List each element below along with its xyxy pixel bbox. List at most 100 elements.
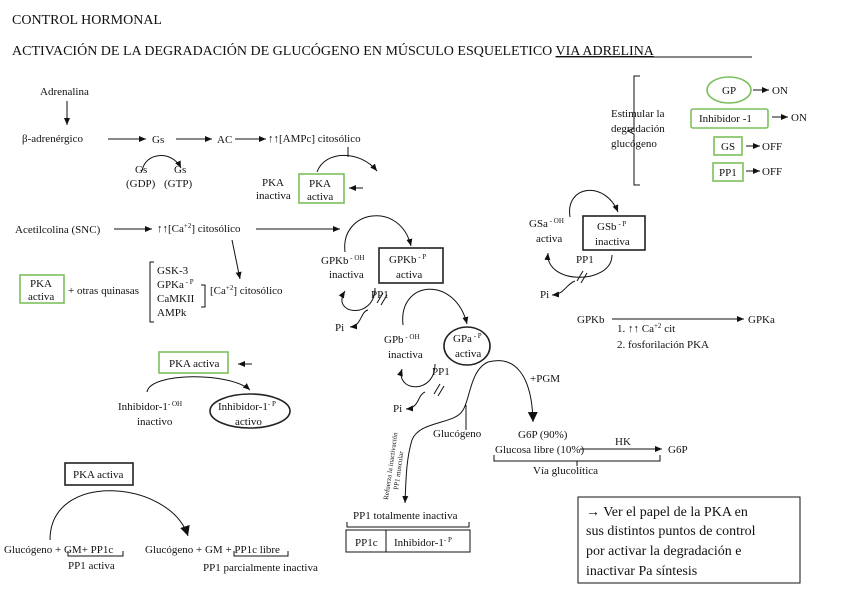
gpa-state: activa bbox=[455, 348, 481, 360]
pp1-dephos-arrow bbox=[338, 287, 376, 311]
note-line: por activar la degradación e bbox=[586, 544, 741, 559]
kinase-item: AMPk bbox=[157, 307, 187, 319]
pi-label: Pi bbox=[393, 403, 402, 415]
kinase-item: GSK-3 bbox=[157, 265, 189, 277]
glucosa-label: Glucosa libre (10%) bbox=[495, 444, 585, 456]
inhibidor-result: ON bbox=[791, 112, 807, 124]
ac-label: AC bbox=[217, 134, 232, 146]
gpa-p: GPa - P bbox=[453, 332, 482, 345]
otras-quinasas: + otras quinasas bbox=[68, 285, 139, 297]
pgm-label: +PGM bbox=[530, 373, 560, 385]
note-line: inactivar Pa síntesis bbox=[586, 564, 697, 579]
inhibidor-oh-state: inactivo bbox=[137, 416, 173, 428]
gsb-p: GSb - P bbox=[597, 220, 626, 233]
kinase-item: CaMKII bbox=[157, 293, 195, 305]
pka-activa-box bbox=[158, 351, 229, 374]
pp1-result: OFF bbox=[762, 166, 782, 178]
inhibidor-box bbox=[690, 108, 769, 129]
pka-activa-box bbox=[298, 173, 345, 204]
g6p-product: G6P bbox=[668, 444, 688, 456]
gsa-state: activa bbox=[536, 233, 562, 245]
gs-gdp: Gs bbox=[135, 164, 147, 176]
kinase-item: GPKa - P bbox=[157, 278, 194, 291]
gs-exchange-arrow bbox=[141, 155, 182, 172]
pi-label: Pi bbox=[335, 322, 344, 334]
g6p-arrow bbox=[487, 360, 538, 423]
inhibition-mark bbox=[376, 292, 388, 306]
gsb-p-box bbox=[582, 215, 646, 251]
pi-label: Pi bbox=[540, 289, 549, 301]
gpk-activation-arrow bbox=[344, 215, 413, 253]
pka-activa-text: activa bbox=[307, 191, 333, 203]
gpb-state: inactiva bbox=[388, 349, 423, 361]
gm-phos-arrow bbox=[49, 490, 190, 541]
pka-activa-text: PKA bbox=[309, 178, 331, 190]
note-line: → Ver el papel de la PKA en bbox=[586, 505, 748, 520]
inhibidor-activation-arrow bbox=[146, 376, 251, 393]
pp1-inactivation-arrow bbox=[402, 361, 489, 504]
gs-phos-arrow bbox=[569, 189, 619, 218]
inhibidor-label: Inhibidor -1 bbox=[699, 113, 752, 125]
estimular-label: degradación bbox=[611, 123, 665, 135]
gm-left: Glucógeno + GM+ PP1c bbox=[4, 544, 113, 556]
arrow bbox=[231, 239, 242, 280]
gpkb-p-box bbox=[378, 247, 444, 284]
pka-activa-text: PKA activa bbox=[169, 358, 220, 370]
pp1c-label: PP1c bbox=[355, 537, 378, 549]
gs-result: OFF bbox=[762, 141, 782, 153]
inhibidor-p: Inhibidor-1- P bbox=[218, 400, 276, 413]
gp-ellipse bbox=[706, 76, 752, 104]
gs-label: Gs bbox=[152, 134, 164, 146]
acetilcolina-label: Acetilcolina (SNC) bbox=[15, 224, 101, 236]
pp1-activa-label: PP1 activa bbox=[68, 560, 115, 572]
bracket bbox=[149, 261, 154, 323]
bracket bbox=[67, 551, 124, 557]
gsa-oh: GSa - OH bbox=[529, 217, 564, 230]
pp1c-inhibitor-complex bbox=[345, 529, 471, 553]
pka-text: PKA bbox=[30, 278, 52, 290]
gp-activation-arrow bbox=[402, 288, 469, 326]
pka-text: activa bbox=[28, 291, 54, 303]
brace bbox=[626, 75, 640, 186]
gpkb-p-state: activa bbox=[396, 269, 422, 281]
gpa-p-ellipse bbox=[443, 326, 491, 366]
beta-receptor-label: β-adrenérgico bbox=[22, 133, 83, 145]
pp1-label: PP1 bbox=[719, 167, 737, 179]
gs-label: GS bbox=[721, 141, 735, 153]
pp1-total-label: PP1 totalmente inactiva bbox=[353, 510, 458, 522]
gpkb-oh-state: inactiva bbox=[329, 269, 364, 281]
gpkb-p: GPKb - P bbox=[389, 253, 426, 266]
g6p-label: G6P (90%) bbox=[518, 429, 568, 441]
gpka-label: GPKa bbox=[748, 314, 775, 326]
pka-inactiva-sub: inactiva bbox=[256, 190, 291, 202]
pka-activa-box bbox=[19, 274, 65, 304]
page-title: CONTROL HORMONAL bbox=[12, 13, 162, 28]
adrenalina-label: Adrenalina bbox=[40, 86, 89, 98]
gpkb-oh: GPKb - OH bbox=[321, 254, 364, 267]
ampc-label: ↑↑[AMPc] citosólico bbox=[268, 133, 361, 145]
estimular-label: Estimular la bbox=[611, 108, 665, 120]
gs-gtp: Gs bbox=[174, 164, 186, 176]
bracket bbox=[201, 284, 206, 308]
gpkb-label: GPKb bbox=[577, 314, 605, 326]
gpk-step-1: 1. ↑↑ Ca+2 cit bbox=[617, 322, 675, 335]
gpk-step-2: 2. fosforilación PKA bbox=[617, 339, 709, 351]
note-line: sus distintos puntos de control bbox=[586, 524, 756, 539]
gp-result: ON bbox=[772, 85, 788, 97]
bracket bbox=[233, 551, 289, 557]
pp1-label: PP1 bbox=[432, 366, 450, 378]
inhibidor-p-state: activo bbox=[235, 416, 262, 428]
pi-release-arrow bbox=[551, 280, 576, 298]
pp1-parcial-label: PP1 parcialmente inactiva bbox=[203, 562, 318, 574]
pi-release-arrow bbox=[405, 391, 426, 412]
pka-activation-arrow bbox=[316, 154, 378, 173]
gs-gtp-sub: (GTP) bbox=[164, 178, 192, 190]
pp1-dephos-arrow bbox=[397, 363, 436, 388]
page-subtitle: ACTIVACIÓN DE LA DEGRADACIÓN DE GLUCÓGEN… bbox=[12, 42, 655, 59]
pka-inactiva: PKA bbox=[262, 177, 284, 189]
gsb-state: inactiva bbox=[595, 236, 630, 248]
inhibidor-p-ellipse bbox=[209, 393, 291, 429]
calcium-label-2: [Ca+2] citosólico bbox=[210, 284, 283, 297]
inhibition-mark bbox=[433, 383, 445, 397]
